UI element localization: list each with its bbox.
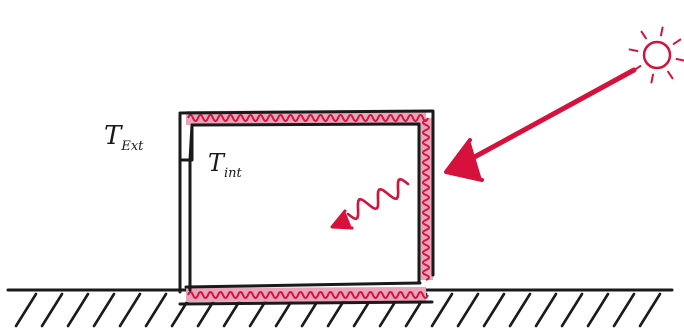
label-exterior-sub: Ext	[120, 139, 144, 154]
sun-ray-arrow	[444, 67, 637, 182]
house-inner-floor	[184, 281, 422, 289]
sun-ray	[675, 57, 684, 62]
hatch-stroke	[586, 292, 610, 328]
house-outline	[178, 109, 435, 306]
hatch-stroke	[612, 292, 636, 328]
hatch-stroke	[144, 292, 168, 328]
label-interior-main: T	[208, 149, 226, 177]
hatch-stroke	[508, 292, 532, 328]
radiation-arrow-head	[330, 209, 354, 230]
sun-ray	[659, 26, 664, 37]
sun-ray	[672, 38, 682, 45]
house-outer-wall	[178, 109, 435, 294]
sun-disc	[642, 40, 672, 70]
hatch-stroke	[118, 292, 142, 328]
hatch-stroke	[482, 292, 506, 328]
label-interior-temp: Tint	[208, 149, 243, 181]
sun-ray	[650, 73, 655, 84]
hatch-stroke	[66, 292, 90, 328]
sun-icon	[628, 26, 684, 84]
insulation-bottom	[185, 287, 427, 302]
insulation-top	[185, 110, 427, 125]
sun-ray-head	[444, 138, 484, 182]
house-outer-floor	[178, 300, 434, 306]
sun-ray-shaft	[455, 67, 637, 169]
radiation-wave-arrow	[330, 177, 410, 230]
sun-ray	[667, 70, 674, 80]
label-exterior-main: T	[104, 121, 123, 151]
hatch-stroke	[534, 292, 558, 328]
hatch-stroke	[456, 292, 480, 328]
insulation-wave-right	[422, 119, 430, 281]
hatch-stroke	[560, 292, 584, 328]
house-inner-wall	[188, 122, 421, 292]
sun-ray	[640, 30, 647, 40]
insulation-wave-bottom	[187, 291, 429, 299]
label-exterior-temp: TExt	[104, 121, 144, 154]
sun-ray	[628, 48, 639, 53]
label-interior-sub: int	[224, 166, 243, 181]
hatch-stroke	[40, 292, 64, 328]
hatch-stroke	[14, 292, 38, 328]
insulation-layer	[185, 110, 433, 302]
hatch-stroke	[430, 292, 454, 328]
hatch-stroke	[92, 292, 116, 328]
radiation-wave	[346, 177, 410, 221]
hatch-stroke	[638, 292, 662, 328]
sun-rays	[628, 26, 684, 84]
insulation-wave-top	[187, 114, 429, 122]
house-notch	[178, 123, 194, 162]
